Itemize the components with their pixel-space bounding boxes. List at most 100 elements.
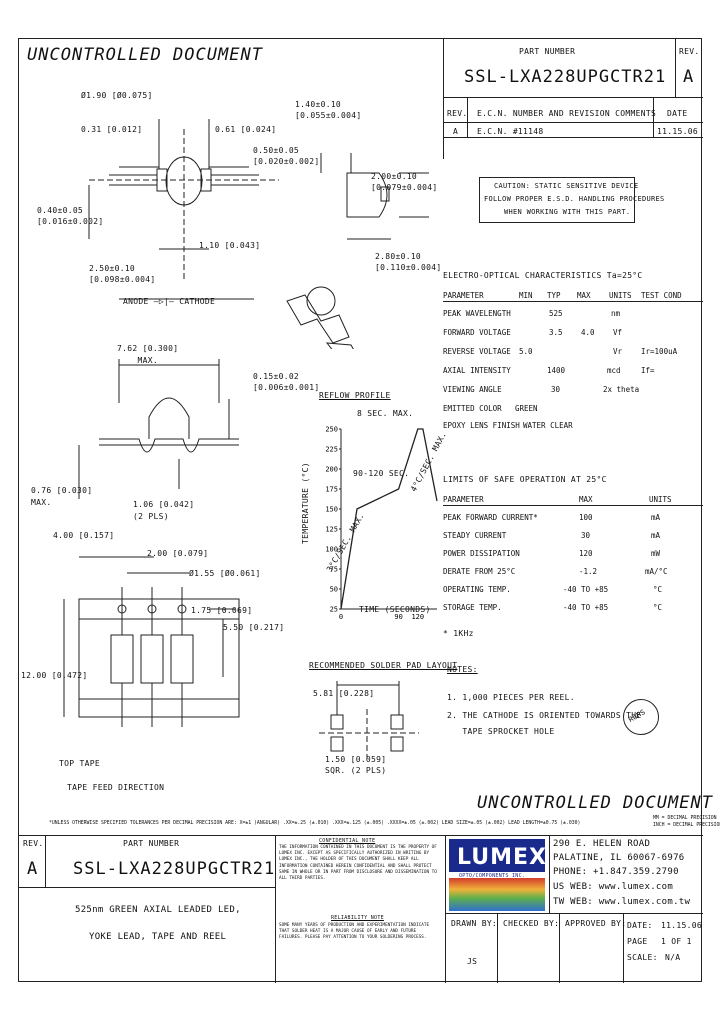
reflow-y-tick: 150 <box>325 506 338 514</box>
dim-lead-width: 1.06 [0.042] (2 PLS) <box>133 500 195 521</box>
dim-sprocket-diameter: Ø1.55 [Ø0.061] <box>189 569 261 578</box>
ecn-comments-header: E.C.N. NUMBER AND REVISION COMMENTS <box>477 109 657 118</box>
approved-by-label: APPROVED BY: <box>565 919 627 928</box>
confidential-title: CONFIDENTIAL NOTE <box>319 838 376 844</box>
eo-table: PARAMETER MIN TYP MAX UNITS TEST COND PE… <box>443 289 703 430</box>
uncontrolled-document-bottom: UNCONTROLLED DOCUMENT <box>477 793 713 813</box>
reliability-title: RELIABILITY NOTE <box>331 915 384 921</box>
solder-pad-spacing: 5.81 [0.228] <box>313 689 375 698</box>
address-line-1: 290 E. HELEN ROAD <box>553 839 651 849</box>
dim-sprocket-edge: 1.75 [0.069] <box>191 606 253 615</box>
reflow-x-tick: 120 <box>411 613 424 621</box>
dim-tape-width: 12.00 [0.472] <box>21 671 88 680</box>
reflow-y-tick: 100 <box>325 546 338 554</box>
reflow-y-tick: 25 <box>330 606 338 614</box>
page-label: PAGE <box>627 937 648 946</box>
rohs-mark: RoHS <box>623 699 659 735</box>
lumex-subtitle: OPTO/COMPONENTS INC. <box>459 873 526 879</box>
reflow-y-tick: 250 <box>325 426 338 434</box>
dim-side-length: 2.00±0.10 [0.079±0.004] <box>371 172 438 192</box>
reflow-xlabel: TIME (SECONDS) <box>359 605 431 614</box>
dim-tape-pitch: 4.00 [0.157] <box>53 531 115 540</box>
dim-side-height: 1.40±0.10 [0.055±0.004] <box>295 100 362 120</box>
reflow-y-tick: 50 <box>330 586 338 594</box>
ecn-date-header: DATE <box>667 109 688 118</box>
date-value: 11.15.06 <box>661 921 702 930</box>
note-2: 2. THE CATHODE IS ORIENTED TOWARDS THE <box>447 711 642 720</box>
reflow-note-peak: 8 SEC. MAX. <box>357 409 414 418</box>
dim-pocket-center: 5.50 [0.217] <box>223 623 285 632</box>
ecn-rev: A <box>453 127 459 136</box>
page-value: 1 OF 1 <box>661 937 692 946</box>
dim-sprocket-offset: 2.00 [0.079] <box>147 549 209 558</box>
limits-title: LIMITS OF SAFE OPERATION AT 25°C <box>443 475 607 484</box>
reflow-y-tick: 175 <box>325 486 338 494</box>
tb-part-number: SSL-LXA228UPGCTR21 <box>73 859 276 879</box>
reflow-y-tick: 75 <box>330 566 338 574</box>
reflow-x-tick: 0 <box>339 613 343 621</box>
reflow-note-soak: 90-120 SEC. <box>353 469 410 478</box>
scale-value: N/A <box>665 953 681 962</box>
rev-label: REV. <box>679 47 700 56</box>
tolerance-precision: MM = DECIMAL PRECISION INCH = DECIMAL PR… <box>653 816 720 828</box>
caution-line-1: CAUTION: STATIC SENSITIVE DEVICE <box>494 182 639 190</box>
note-3: TAPE SPROCKET HOLE <box>447 727 555 736</box>
tb-description-1: 525nm GREEN AXIAL LEADED LED, <box>75 905 241 915</box>
limits-footnote: * 1KHz <box>443 629 474 638</box>
address-phone: PHONE: +1.847.359.2790 <box>553 867 679 877</box>
tb-part-label: PART NUMBER <box>123 839 180 848</box>
reflow-series-line <box>340 428 438 610</box>
solder-layout-title: RECOMMENDED SOLDER PAD LAYOUT <box>309 661 458 670</box>
reflow-title: REFLOW PROFILE <box>319 391 391 400</box>
confidential-text: THE INFORMATION CONTAINED IN THIS DOCUME… <box>279 845 437 882</box>
checked-by-label: CHECKED BY: <box>503 919 560 928</box>
uncontrolled-document-top: UNCONTROLLED DOCUMENT <box>27 45 263 65</box>
caution-line-3: WHEN WORKING WITH THIS PART. <box>504 208 631 216</box>
dim-lead-offset-left: 0.31 [0.012] <box>81 125 143 134</box>
dim-lead-offset-right: 0.61 [0.024] <box>215 125 277 134</box>
ecn-date: 11.15.06 <box>657 127 698 136</box>
part-number-label: PART NUMBER <box>519 47 576 56</box>
tb-description-2: YOKE LEAD, TAPE AND REEL <box>89 932 227 942</box>
caution-line-2: FOLLOW PROPER E.S.D. HANDLING PROCEDURES <box>484 195 665 203</box>
anode-cathode-label: ANODE —▷|— CATHODE <box>123 297 216 306</box>
notes-title: NOTES: <box>447 665 478 674</box>
solder-pad-drawing <box>319 681 419 759</box>
reflow-ylabel: TEMPERATURE (°C) <box>301 462 310 544</box>
reflow-chart: 25 50 75 100 125 150 175 200 225 250 0 90 120 <box>325 426 438 621</box>
solder-pad-size: 1.50 [0.059] SQR. (2 PLS) <box>325 755 387 775</box>
dim-lens-diameter: Ø1.90 [Ø0.075] <box>81 91 153 100</box>
dim-standoff: 0.76 [0.030] MAX. <box>31 486 93 507</box>
date-label: DATE: <box>627 921 653 930</box>
scale-label: SCALE: <box>627 953 658 962</box>
dim-base-length: 2.80±0.10 [0.110±0.004] <box>375 252 442 272</box>
reflow-y-tick: 225 <box>325 446 338 454</box>
dim-side-lead: 0.50±0.05 [0.020±0.002] <box>253 146 320 166</box>
tb-rev: A <box>27 859 39 879</box>
reliability-text: SOME MANY YEARS OF PRODUCTION AND EXPERI… <box>279 923 430 941</box>
caution-box: CAUTION: STATIC SENSITIVE DEVICE FOLLOW … <box>479 177 664 223</box>
note-1: 1. 1,000 PIECES PER REEL. <box>447 693 575 702</box>
tb-rev-label: REV. <box>23 839 44 848</box>
tape-feed-direction: TAPE FEED DIRECTION <box>67 783 165 792</box>
reflow-x-tick: 90 <box>394 613 402 621</box>
address-tw-web: TW WEB: www.lumex.com.tw <box>553 897 691 907</box>
ecn-rev-header: REV. <box>447 109 468 118</box>
dim-body-width: 2.50±0.10 [0.098±0.004] <box>89 264 156 284</box>
ecn-number: E.C.N. #11148 <box>477 127 544 136</box>
reflow-y-tick: 200 <box>325 466 338 474</box>
drawing-sheet: UNCONTROLLED DOCUMENT PART NUMBER SSL-LX… <box>18 38 720 983</box>
lumex-logo: LUMEX OPTO/COMPONENTS INC. <box>449 839 546 911</box>
address-us-web: US WEB: www.lumex.com <box>553 882 674 892</box>
tape-drawing <box>63 556 240 727</box>
tolerance-note: *UNLESS OTHERWISE SPECIFIED TOLERANCES P… <box>49 821 581 826</box>
led-outline-drawing <box>88 119 429 349</box>
reflow-y-tick: 125 <box>325 526 338 534</box>
rev-value: A <box>683 67 695 87</box>
address-line-2: PALATINE, IL 60067-6976 <box>553 853 685 863</box>
led-profile-drawing <box>78 359 239 499</box>
dim-lead-thickness: 0.40±0.05 [0.016±0.002] <box>37 206 104 226</box>
dim-lens-width: 7.62 [0.300] MAX. <box>117 344 179 365</box>
drawn-by-label: DRAWN BY: <box>451 919 498 928</box>
